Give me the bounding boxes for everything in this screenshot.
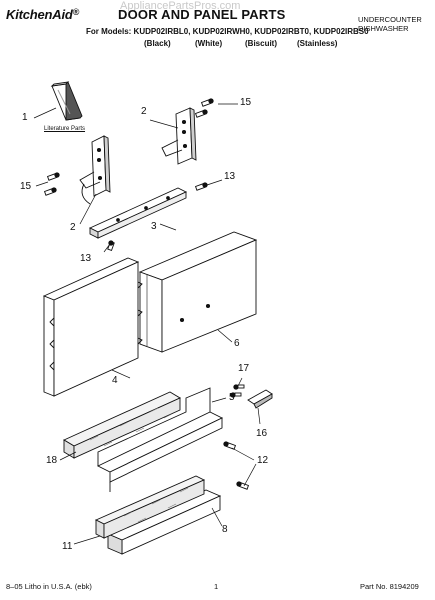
screw-15-upper-a	[200, 98, 214, 107]
brand-name: KitchenAid	[6, 7, 73, 22]
screw-15-lower-b	[43, 187, 57, 196]
outer-door-panel	[138, 231, 258, 353]
color-biscuit: (Biscuit)	[245, 39, 277, 48]
literature-booklet	[50, 81, 83, 121]
product-type-line1: UNDERCOUNTER	[358, 15, 422, 24]
print-info: 8–05 Litho in U.S.A. (ebk)	[6, 582, 92, 591]
product-type-line2: DISHWASHER	[358, 24, 409, 33]
callout-4: 4	[112, 375, 118, 386]
page-title: DOOR AND PANEL PARTS	[118, 7, 286, 22]
callout-3: 3	[151, 221, 157, 232]
color-white: (White)	[195, 39, 223, 48]
insulation-strip	[63, 391, 181, 459]
end-cap-screw-b	[230, 392, 242, 398]
screw-12-lower	[236, 481, 250, 490]
page-number: 1	[214, 582, 219, 591]
lower-trim	[106, 489, 222, 555]
callout-13-upper: 13	[224, 171, 236, 182]
callout-12: 12	[257, 455, 269, 466]
screw-15-lower-a	[46, 172, 60, 181]
brand-mark: ®	[72, 7, 80, 17]
watermark: AppliancePartsPros.com	[120, 0, 241, 12]
callout-13-lower: 13	[80, 253, 92, 264]
color-stainless: (Stainless)	[297, 39, 338, 48]
callout-18: 18	[46, 455, 58, 466]
callout-16: 16	[256, 428, 268, 439]
screw-12-upper	[223, 441, 237, 450]
product-type: UNDERCOUNTER DISHWASHER	[358, 15, 422, 33]
inner-door-panel	[42, 257, 143, 397]
screw-13-right	[194, 182, 208, 191]
callout-6: 6	[234, 338, 240, 349]
support-channel	[88, 187, 188, 239]
handle-end-cap	[247, 389, 273, 409]
models-line: For Models: KUDP02IRBL0, KUDP02IRWH0, KU…	[86, 27, 369, 36]
callout-15-lower: 15	[20, 181, 32, 192]
literature-parts-label: Literature Parts	[44, 126, 86, 132]
callout-5: 5	[229, 392, 235, 403]
callout-2-upper: 2	[141, 106, 147, 117]
part-number: Part No. 8194209	[360, 582, 419, 591]
handle-extrusion	[96, 387, 224, 492]
callout-1: 1	[22, 112, 28, 123]
callout-8: 8	[222, 524, 228, 535]
end-cap-screw-a	[233, 384, 245, 390]
callout-11: 11	[62, 541, 73, 552]
screw-15-upper-b	[194, 109, 208, 118]
color-black: (Black)	[144, 39, 171, 48]
lower-insulation	[94, 475, 206, 539]
callout-2-lower: 2	[70, 222, 76, 233]
hinge-bracket-lower	[79, 135, 111, 205]
callout-15-upper: 15	[240, 97, 252, 108]
brand-logo: KitchenAid®	[6, 7, 79, 22]
callout-17: 17	[238, 363, 250, 374]
hinge-bracket-upper	[161, 107, 197, 165]
